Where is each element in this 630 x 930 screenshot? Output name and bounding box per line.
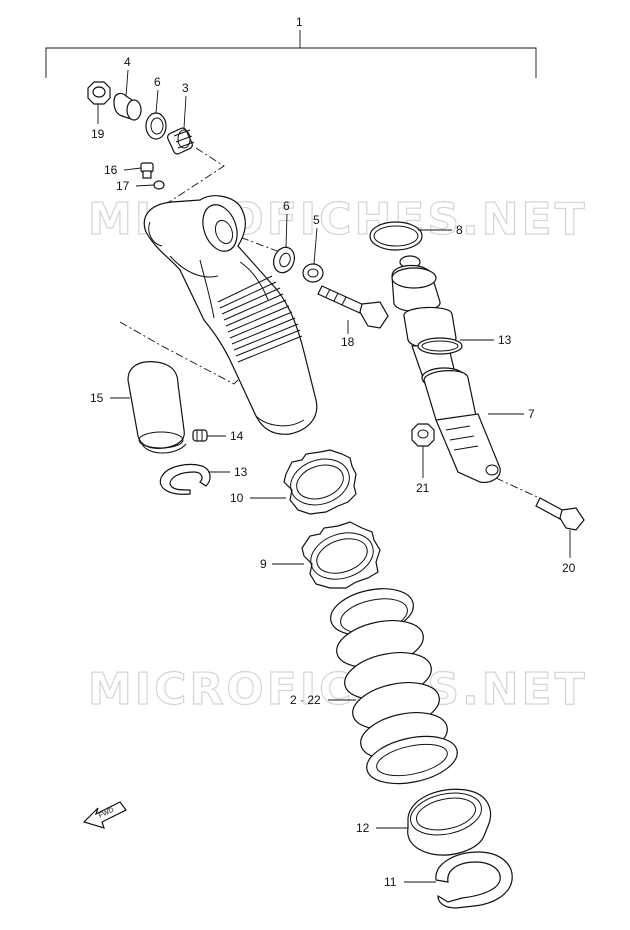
- callout-13-upper: 13: [498, 333, 512, 347]
- callout-18: 18: [341, 335, 355, 349]
- callout-6-upper: 6: [154, 75, 161, 89]
- part-18-bolt: [317, 285, 389, 329]
- centerline-upper: [159, 147, 225, 209]
- callout-9: 9: [260, 557, 267, 571]
- fwd-arrow-icon: FWD: [82, 801, 127, 829]
- shock-body: [143, 195, 318, 435]
- part-16-valve: [140, 162, 154, 179]
- callout-labels: 1 4 6 3 19 16 17 6 5 8 18 13 7 15 14 13 …: [90, 15, 576, 889]
- assembly-bracket: [45, 30, 537, 78]
- part-6-washer-upper: [145, 112, 167, 140]
- part-13-snap-ring-lower: [159, 463, 211, 495]
- callout-3: 3: [182, 81, 189, 95]
- callout-17: 17: [116, 179, 130, 193]
- part-13-snap-ring-upper: [417, 337, 463, 355]
- callout-12: 12: [356, 821, 370, 835]
- centerline-lower: [495, 477, 549, 503]
- part-19-nut: [87, 81, 111, 105]
- leader-lines: [97, 69, 571, 883]
- callout-15: 15: [90, 391, 104, 405]
- part-5-collar: [302, 263, 324, 283]
- part-3-needle-bearing: [167, 127, 195, 155]
- part-20-bolt: [535, 497, 585, 531]
- part-6-washer-middle: [273, 246, 295, 274]
- part-4-bushing: [113, 92, 142, 121]
- callout-2-22: 2 · 22: [290, 693, 321, 707]
- callout-16: 16: [104, 163, 118, 177]
- centerline-reservoir: [119, 321, 239, 385]
- part-21-nut: [411, 423, 435, 447]
- callout-6-middle: 6: [283, 199, 290, 213]
- callout-21: 21: [416, 481, 430, 495]
- part-17-o-ring: [153, 180, 165, 190]
- part-8-o-ring: [369, 221, 423, 251]
- watermark-bottom: MICROFICHES.NET: [88, 664, 588, 715]
- part-10-adjuster-nut: [283, 449, 357, 515]
- callout-14: 14: [230, 429, 244, 443]
- part-15-boot: [127, 361, 187, 454]
- part-14-nut: [192, 429, 208, 442]
- callout-7: 7: [528, 407, 535, 421]
- part-7-damper-rod: [391, 255, 501, 483]
- callout-13-lower: 13: [234, 465, 248, 479]
- callout-1: 1: [296, 15, 303, 29]
- callout-11: 11: [384, 875, 397, 889]
- callout-5: 5: [313, 213, 320, 227]
- part-9-lock-nut: [301, 521, 381, 589]
- callout-10: 10: [230, 491, 244, 505]
- callout-4: 4: [124, 55, 131, 69]
- callout-8: 8: [456, 223, 463, 237]
- callout-20: 20: [562, 561, 576, 575]
- part-2-22-spring: [330, 588, 458, 785]
- part-12-spring-seat: [407, 788, 492, 856]
- part-11-spring-stopper: [435, 851, 513, 909]
- callout-19: 19: [91, 127, 105, 141]
